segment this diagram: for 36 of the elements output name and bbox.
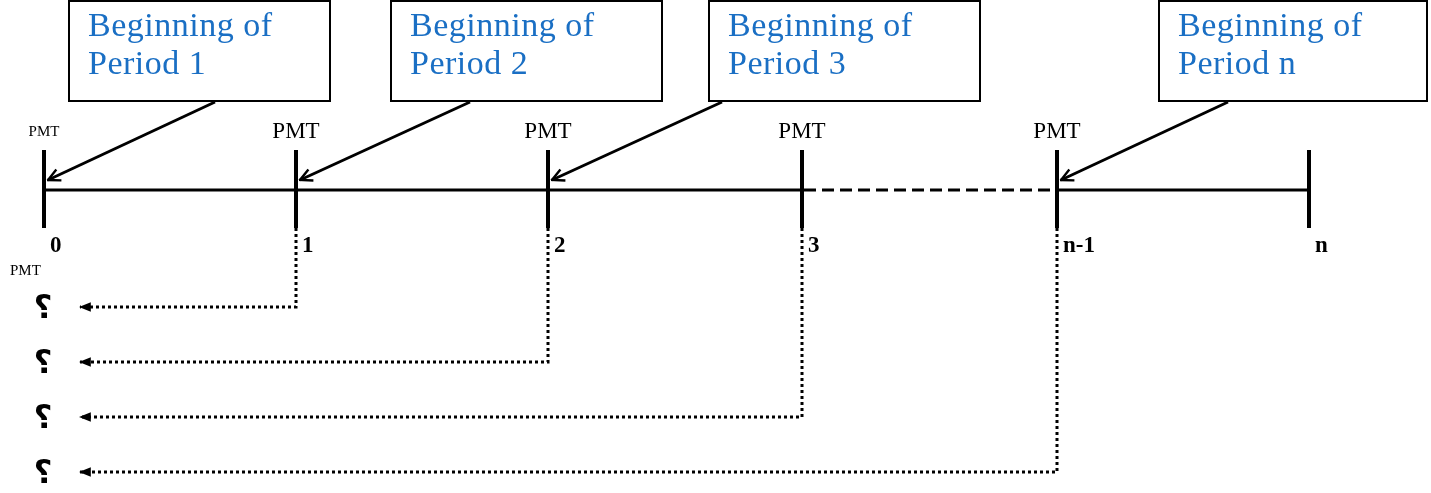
callout-text: Beginning of Period 1 bbox=[88, 6, 274, 82]
payment-label: PMT bbox=[524, 118, 572, 144]
dotted-arrow bbox=[78, 228, 550, 367]
arrow bbox=[46, 100, 216, 182]
timeline-segment bbox=[1059, 188, 1307, 192]
timeline-segment bbox=[550, 188, 800, 192]
arrow bbox=[298, 100, 471, 182]
dotted-arrow bbox=[78, 228, 804, 422]
dotted-arrow bbox=[78, 228, 298, 312]
period-number: 2 bbox=[554, 232, 566, 258]
payment-label: PMT bbox=[28, 123, 60, 140]
callout-box bbox=[68, 0, 331, 102]
question-mark: ؟ bbox=[28, 345, 58, 379]
period-number: n-1 bbox=[1063, 232, 1095, 258]
timeline-segment bbox=[46, 188, 294, 192]
callout-text: Beginning of Period 2 bbox=[410, 6, 596, 82]
question-mark: ؟ bbox=[28, 290, 58, 324]
payment-label: PMT bbox=[778, 118, 826, 144]
period-number: 1 bbox=[302, 232, 314, 258]
payment-label: PMT bbox=[272, 118, 320, 144]
question-mark: ؟ bbox=[28, 400, 58, 434]
period-number: 3 bbox=[808, 232, 820, 258]
arrow bbox=[1059, 100, 1229, 182]
payment-label: PMT bbox=[1033, 118, 1081, 144]
callout-box bbox=[1158, 0, 1428, 102]
period-number: n bbox=[1315, 232, 1328, 258]
callout-box bbox=[390, 0, 663, 102]
question-mark: ؟ bbox=[28, 455, 58, 489]
callout-box bbox=[708, 0, 981, 102]
period-number: 0 bbox=[50, 232, 62, 258]
payment-label: PMT bbox=[10, 262, 41, 279]
callout-text: Beginning of Period 3 bbox=[728, 6, 914, 82]
dotted-arrow bbox=[78, 228, 1059, 477]
arrow bbox=[550, 100, 723, 182]
callout-text: Beginning of Period n bbox=[1178, 6, 1364, 82]
timeline-segment bbox=[298, 188, 546, 192]
